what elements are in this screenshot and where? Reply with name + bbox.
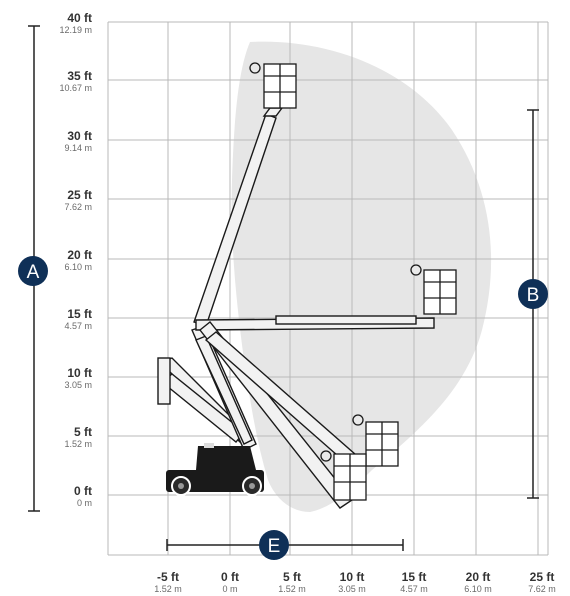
y-tick-label-m: 12.19 m (59, 25, 92, 35)
machine-chassis (166, 443, 264, 496)
x-axis-labels: -5 ft1.52 m0 ft0 m5 ft1.52 m10 ft3.05 m1… (154, 570, 556, 594)
x-tick-label-m: 7.62 m (528, 584, 556, 594)
y-tick-label-ft: 20 ft (67, 248, 92, 262)
x-tick-label-ft: 10 ft (340, 570, 365, 584)
x-tick-label-ft: 25 ft (530, 570, 555, 584)
main-riser-inner (195, 335, 253, 445)
turntable (196, 446, 256, 470)
x-tick-label-ft: 20 ft (466, 570, 491, 584)
x-tick-label-m: 6.10 m (464, 584, 492, 594)
platform-middle (410, 264, 457, 315)
y-tick-label-ft: 0 ft (74, 484, 92, 498)
x-tick-label-ft: 5 ft (283, 570, 301, 584)
x-tick-label-m: 1.52 m (154, 584, 182, 594)
y-tick-label-ft: 5 ft (74, 425, 92, 439)
platform-top (249, 62, 297, 109)
x-tick-label-m: 1.52 m (278, 584, 306, 594)
y-tick-label-m: 1.52 m (64, 439, 92, 449)
riser-post (157, 357, 171, 405)
y-tick-label-ft: 30 ft (67, 129, 92, 143)
y-tick-label-ft: 10 ft (67, 366, 92, 380)
badge-a-label: A (27, 262, 40, 283)
y-tick-label-ft: 25 ft (67, 188, 92, 202)
y-tick-label-m: 0 m (77, 498, 92, 508)
platform-low (352, 414, 399, 467)
x-tick-label-ft: 0 ft (221, 570, 239, 584)
x-tick-label-m: 4.57 m (400, 584, 428, 594)
y-tick-label-ft: 35 ft (67, 69, 92, 83)
x-tick-label-m: 3.05 m (338, 584, 366, 594)
y-tick-label-m: 6.10 m (64, 262, 92, 272)
platforms (249, 62, 457, 501)
x-tick-label-ft: -5 ft (157, 570, 179, 584)
y-tick-label-m: 4.57 m (64, 321, 92, 331)
badge-b: B (518, 279, 548, 309)
y-tick-label-ft: 15 ft (67, 307, 92, 321)
badge-b-label: B (527, 285, 540, 306)
platform-ground (320, 450, 367, 501)
working-envelope (231, 41, 492, 512)
y-tick-label-m: 10.67 m (59, 83, 92, 93)
x-tick-label-ft: 15 ft (402, 570, 427, 584)
x-tick-label-m: 0 m (222, 584, 237, 594)
badge-a: A (18, 256, 48, 286)
badge-e: E (259, 530, 289, 560)
badge-e-label: E (268, 536, 281, 557)
y-tick-label-m: 3.05 m (64, 380, 92, 390)
y-tick-label-m: 7.62 m (64, 202, 92, 212)
boom-assembly (157, 107, 435, 509)
boom-horizontal-fly (275, 315, 417, 325)
y-tick-label-m: 9.14 m (64, 143, 92, 153)
y-tick-label-ft: 40 ft (67, 11, 92, 25)
grid (107, 21, 549, 556)
